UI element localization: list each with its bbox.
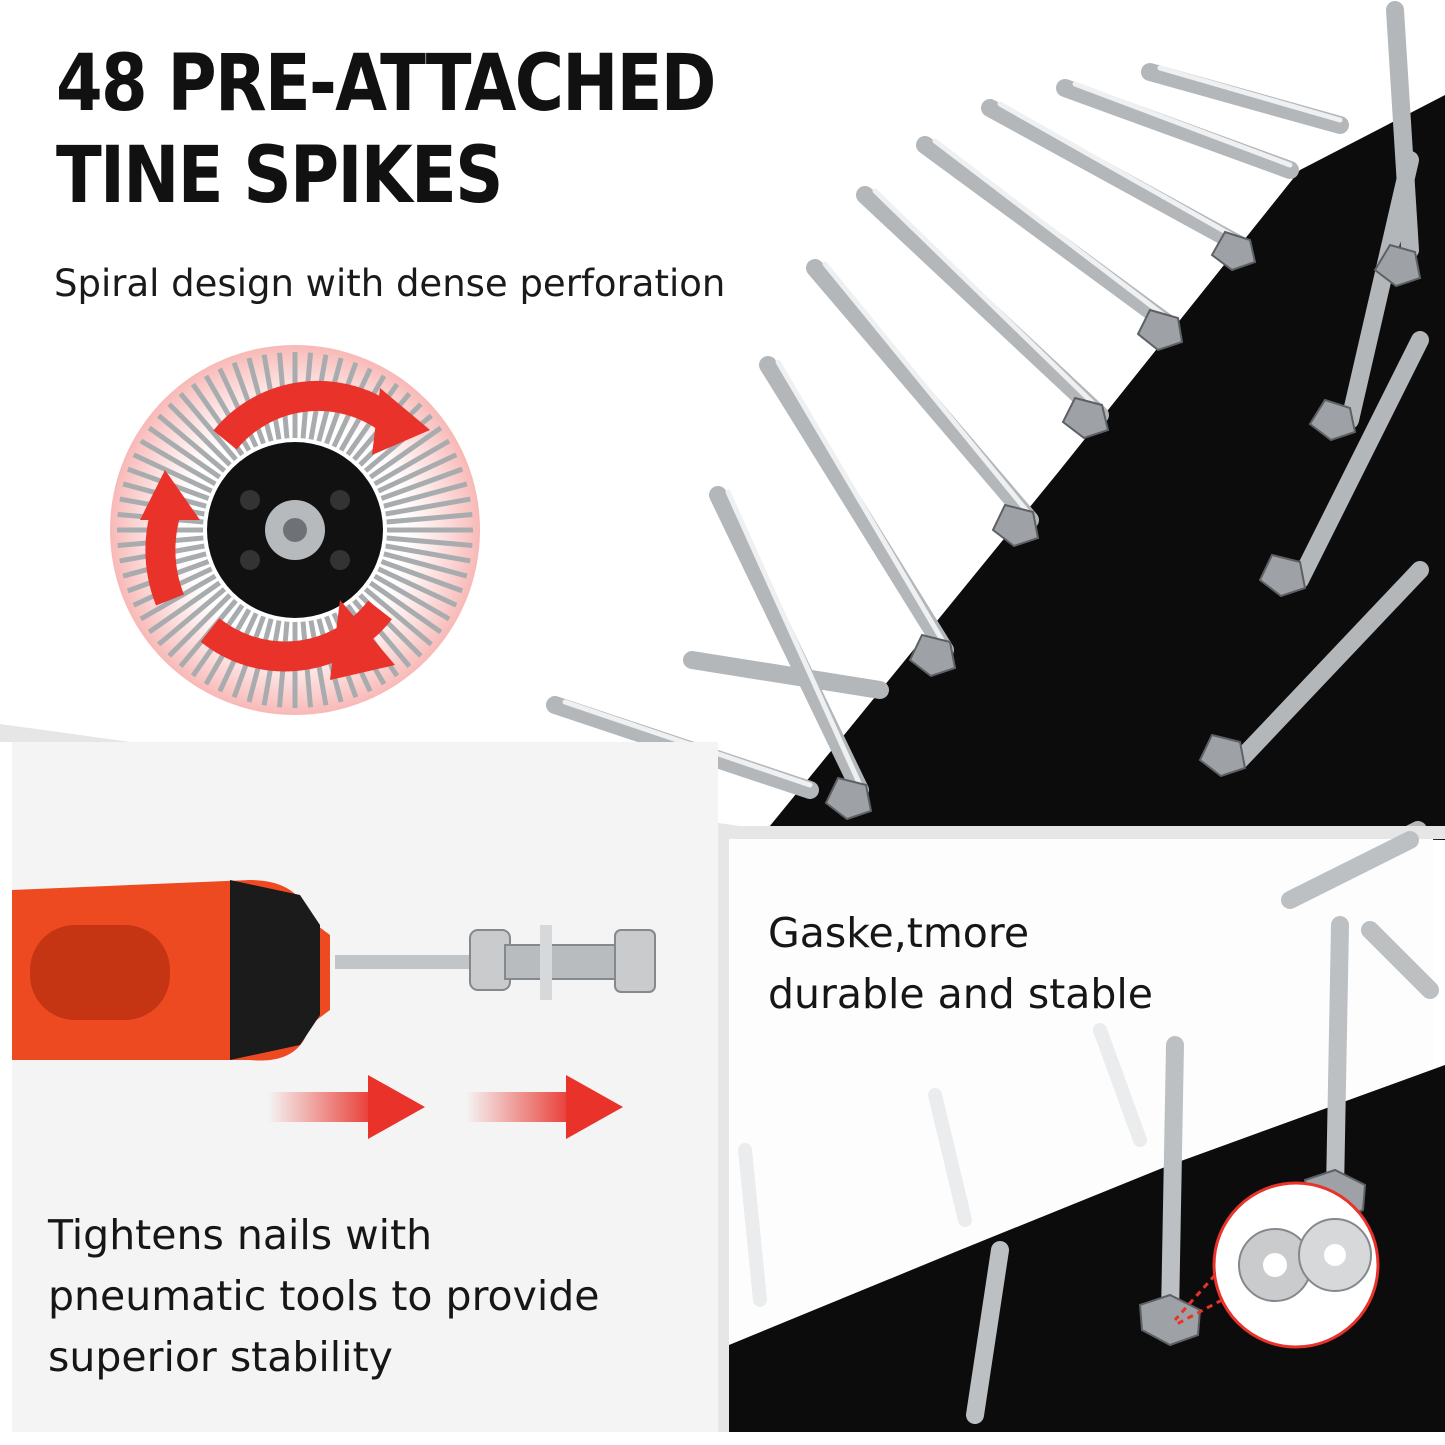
- disk-spike: [377, 452, 458, 494]
- disk-spike: [167, 593, 232, 658]
- disk-spike: [383, 481, 468, 509]
- disk-spike: [132, 452, 213, 494]
- disk-spike: [363, 587, 433, 647]
- disk-spike: [157, 413, 227, 473]
- disk-spike: [139, 438, 217, 487]
- caption-line: superior stability: [48, 1333, 393, 1381]
- disk-spike: [386, 535, 473, 549]
- disk-spike: [167, 402, 232, 467]
- caption-line: pneumatic tools to provide: [48, 1272, 600, 1320]
- disk-spike: [373, 573, 451, 622]
- title-line-1: 48 PRE-ATTACHED: [56, 39, 716, 129]
- disk-spike: [380, 466, 464, 501]
- disk-spike: [147, 425, 222, 480]
- disk-spike: [383, 551, 468, 579]
- disk-spike: [373, 438, 451, 487]
- disk-spike: [157, 587, 227, 647]
- caption-line: Gaske,tmore: [768, 909, 1030, 957]
- disk-spike: [386, 511, 473, 525]
- tool-panel-caption: Tightens nails with pneumatic tools to p…: [48, 1205, 688, 1388]
- caption-line: Tightens nails with: [48, 1211, 433, 1259]
- title-line-2: TINE SPIKES: [56, 131, 503, 221]
- spiral-rotation-arrows-icon: [140, 380, 430, 680]
- disk-spike: [139, 573, 217, 622]
- disk-spike: [385, 496, 471, 517]
- disk-spike: [178, 392, 238, 462]
- disk-spike: [368, 425, 443, 480]
- tine-spikes-top: [546, 1, 1429, 919]
- disk-spike: [380, 559, 464, 594]
- caption-line: durable and stable: [768, 970, 1154, 1018]
- disk-spike: [385, 543, 471, 564]
- disk-spike: [368, 580, 443, 635]
- gasket-panel-caption: Gaske,tmore durable and stable: [768, 903, 1153, 1025]
- page-title: 48 PRE-ATTACHED TINE SPIKES: [56, 38, 716, 222]
- disk-spike: [377, 566, 458, 608]
- disk-spike: [147, 580, 222, 635]
- subtitle: Spiral design with dense perforation: [54, 262, 726, 305]
